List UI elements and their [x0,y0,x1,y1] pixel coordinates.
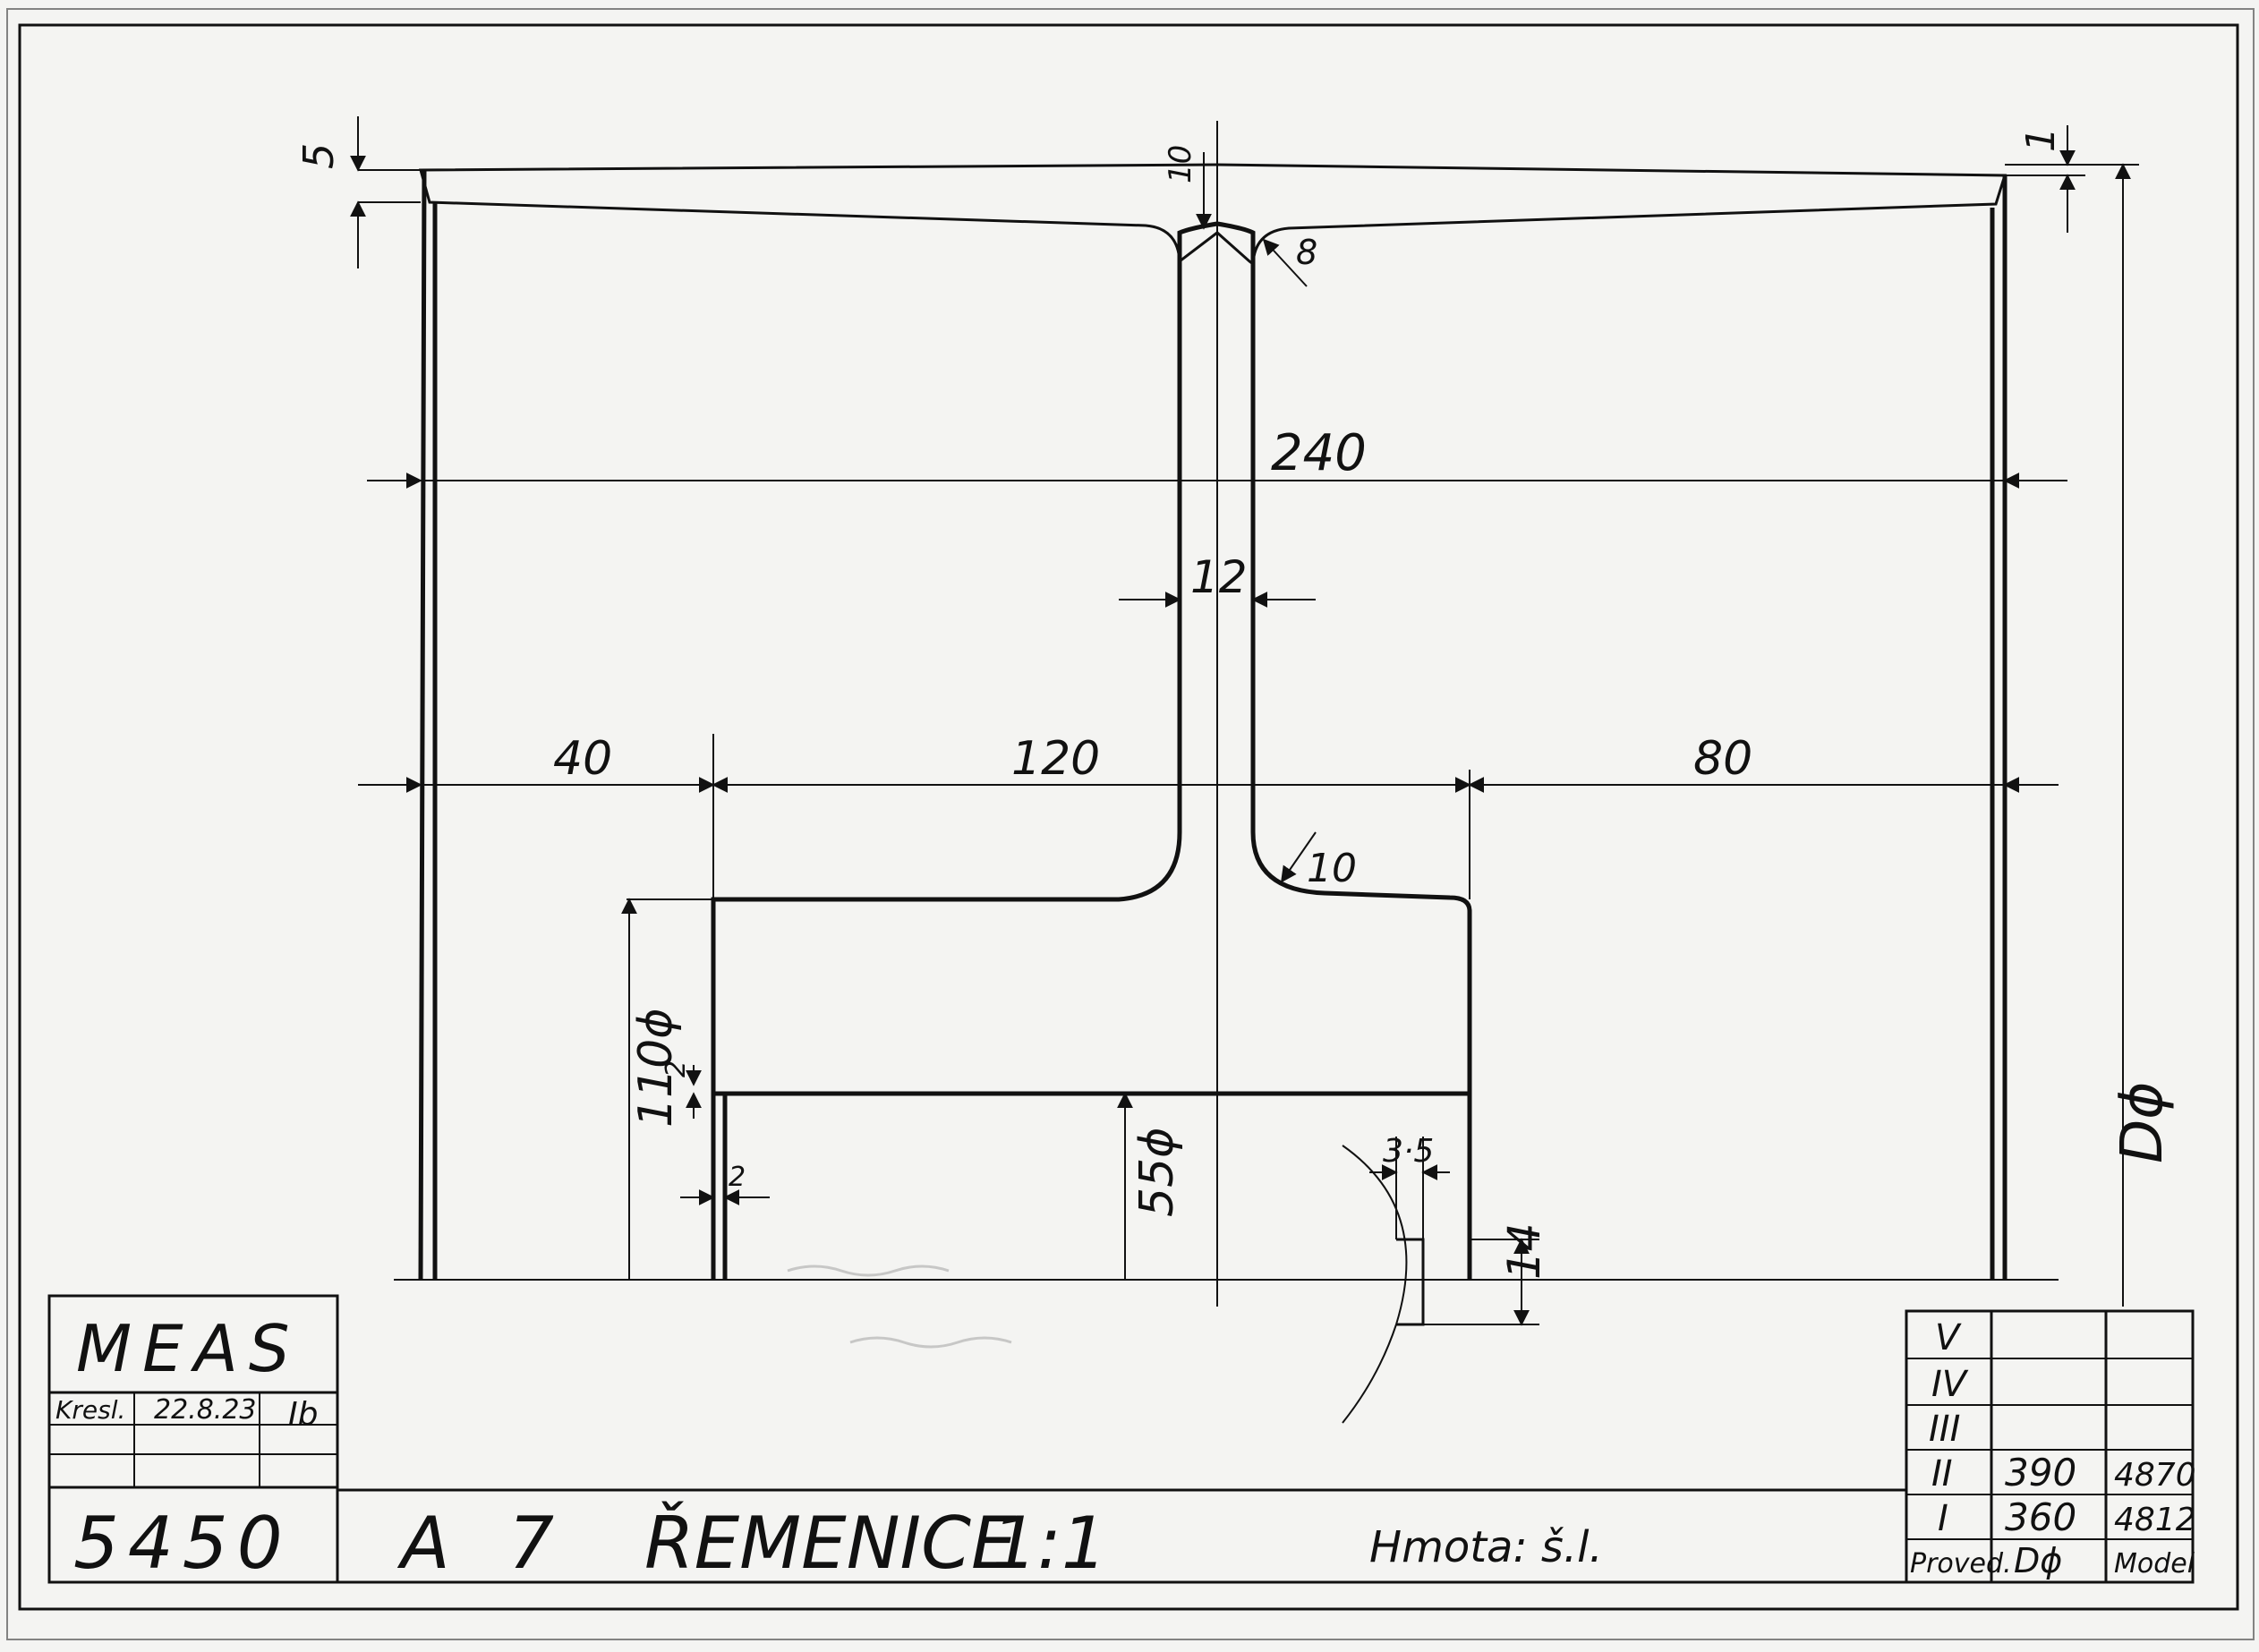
header-model: Model [2114,1548,2195,1580]
dim-rim-thickness: 5 [294,143,343,169]
rim-section [419,163,2008,267]
drawn-label: Kresl. [55,1395,125,1425]
rim-left-edge [418,169,438,1281]
row-roman: III [1929,1409,1960,1450]
dim-web-root: 10 [1163,145,1198,183]
header-diameter: Dϕ [2014,1541,2062,1580]
dim-right-offset: 80 [1693,732,1752,786]
keyway-arc [1342,1145,1408,1424]
rim-right-edge [1990,175,2008,1280]
header-executed: Proved. [1910,1548,2012,1580]
web-hub-section [711,221,1472,1096]
row-model: 4870 [2114,1457,2196,1494]
dim-fillet-top: 8 [1296,233,1317,272]
row-roman: V [1935,1317,1962,1358]
dim-keyway-depth: 14 [1498,1222,1550,1280]
drawn-initials: Ib [288,1396,318,1433]
hub-left-edge [711,899,728,1280]
drawn-date: 22.8.23 [154,1394,257,1426]
dim-hub-length: 120 [1011,732,1100,786]
company-name: MEAS [76,1311,301,1386]
dim-rim-width: 240 [1271,424,1367,482]
drawing-number: 5450 [73,1502,292,1585]
dim-chamfer-v: 2 [661,1060,692,1077]
dim-outer-diameter: Dϕ [2110,1082,2176,1164]
dim-fillet-bottom: 10 [1307,846,1357,891]
keyway-profile [1396,1238,1425,1326]
scale-label: 1:1 [992,1502,1107,1585]
faint-pencil-notes [787,1265,1012,1349]
title-block-left [47,1294,339,1584]
dim-hub-diameter: 110ϕ [629,1008,683,1128]
mass-label: Hmota: š.l. [1369,1522,1603,1572]
row-roman: I [1938,1498,1948,1539]
variants-table: V IV III II I 390 360 4870 4812 Proved. … [1905,1309,2196,1584]
dim-keyway-width: 3·5 [1383,1133,1434,1170]
dim-web-thickness: 12 [1190,551,1248,603]
sheet-edge [6,8,2255,1640]
row-roman: II [1931,1453,1953,1494]
part-name: ŘEMENICE [644,1501,1017,1585]
outer-frame [18,23,2239,1611]
dim-bore: 55ϕ [1130,1128,1184,1217]
dim-chamfer-h: 2 [729,1162,746,1193]
row-diameter: 390 [2005,1451,2076,1494]
dim-rim-taper: 1 [2018,127,2064,152]
row-roman: IV [1931,1364,1969,1405]
sheet-format: A 7 [396,1502,572,1585]
row-model: 4812 [2114,1502,2196,1538]
dim-left-offset: 40 [553,732,612,786]
row-diameter: 360 [2005,1495,2076,1539]
